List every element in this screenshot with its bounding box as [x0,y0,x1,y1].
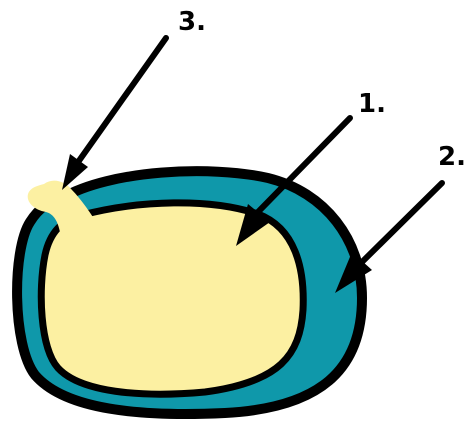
arrow-3 [62,38,166,190]
inner-body [41,203,303,394]
label-1: 1. [358,89,386,119]
label-2: 2. [438,142,466,172]
label-3: 3. [178,7,206,37]
